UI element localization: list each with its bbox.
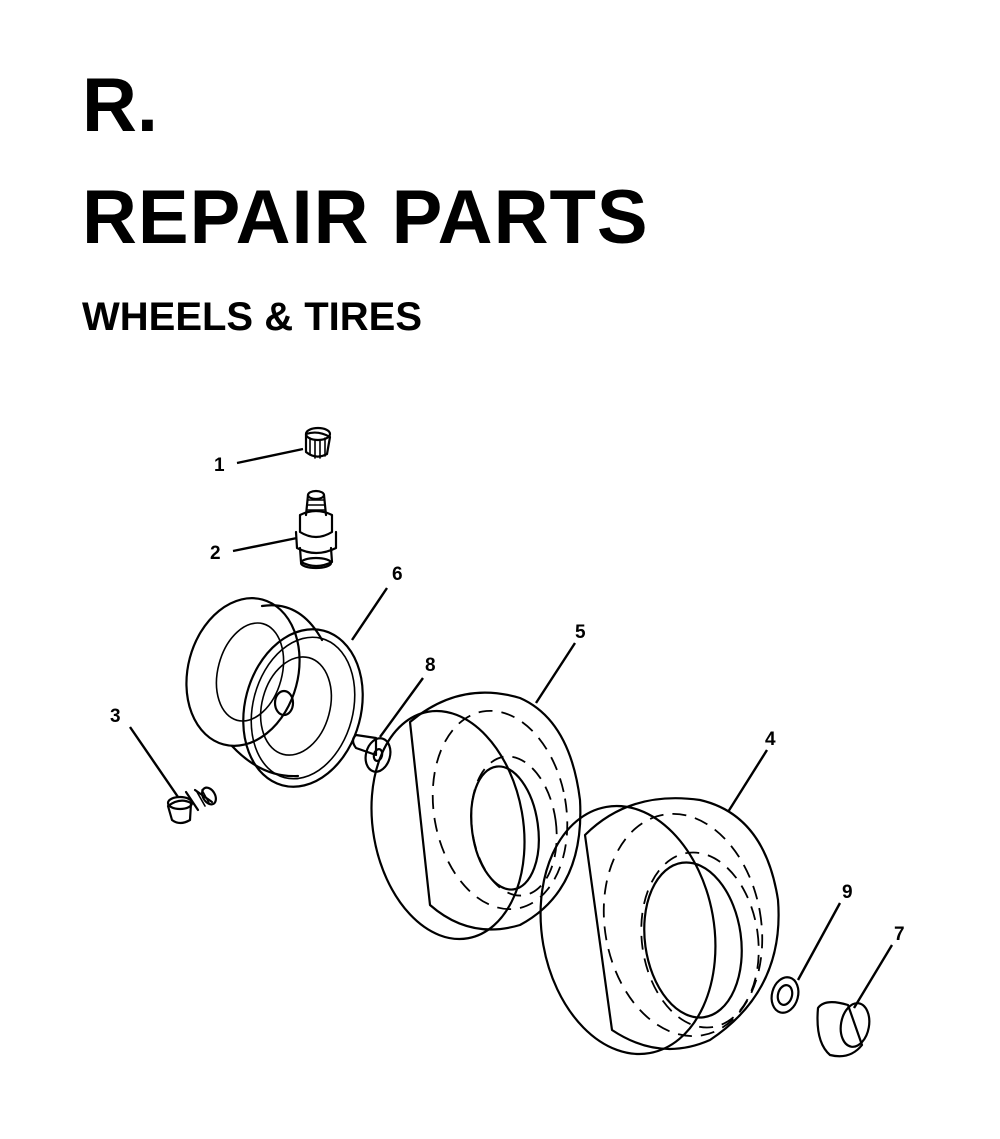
section-letter: R. bbox=[82, 63, 158, 148]
callout-2: 2 bbox=[210, 543, 221, 564]
callout-9: 9 bbox=[842, 882, 853, 903]
wheel-rim-icon[interactable] bbox=[170, 585, 379, 800]
section-subtitle: WHEELS & TIRES bbox=[82, 295, 423, 339]
page-title: REPAIR PARTS bbox=[82, 175, 649, 260]
tire-5-icon[interactable] bbox=[354, 691, 582, 952]
bushing-icon[interactable] bbox=[816, 1001, 873, 1058]
valve-cap-icon[interactable] bbox=[304, 426, 332, 459]
callout-6: 6 bbox=[392, 564, 403, 585]
callout-4: 4 bbox=[765, 729, 776, 750]
valve-stem-icon[interactable] bbox=[294, 489, 338, 570]
callout-3: 3 bbox=[110, 706, 121, 727]
callout-5: 5 bbox=[575, 622, 586, 643]
washer-icon[interactable] bbox=[768, 974, 802, 1016]
tire-4-icon[interactable] bbox=[522, 792, 780, 1068]
callout-8: 8 bbox=[425, 655, 436, 676]
callout-7: 7 bbox=[894, 924, 905, 945]
callout-1: 1 bbox=[214, 455, 225, 476]
grease-fitting-icon[interactable] bbox=[166, 785, 219, 825]
